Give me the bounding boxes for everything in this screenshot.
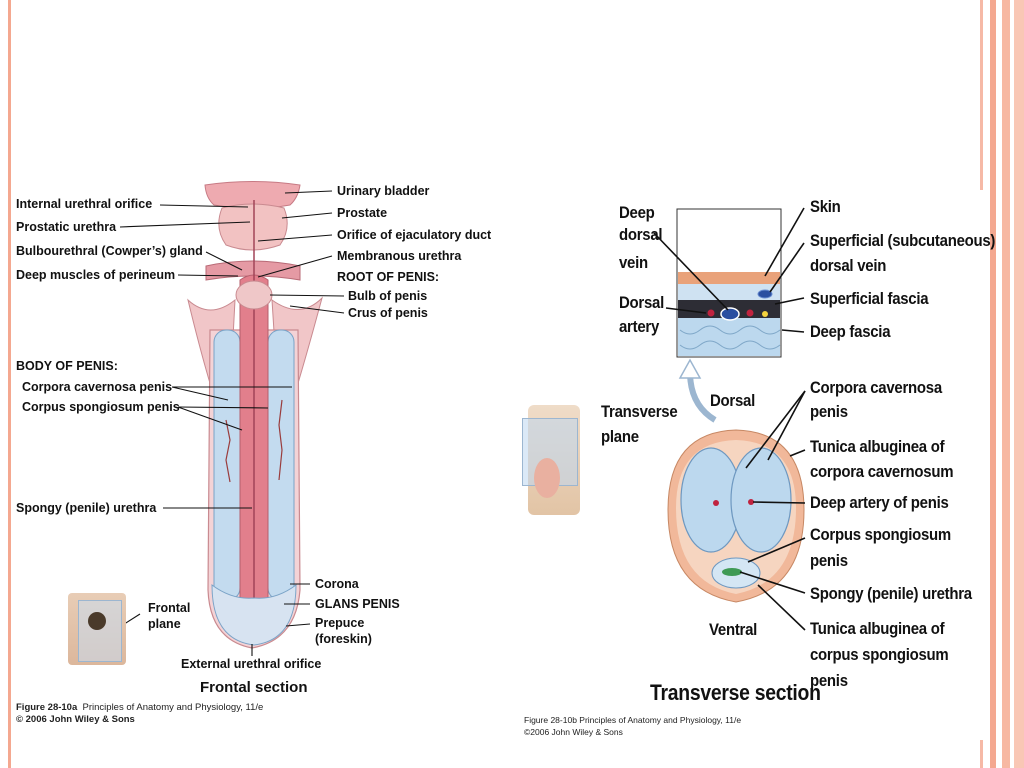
label-frontal: Frontal: [148, 601, 191, 615]
transverse-caption-figure: Figure 28-10b: [524, 715, 577, 725]
label-tunica-cavernosum-2: corpora cavernosum: [810, 462, 954, 481]
label-superficial-vein-1: Superficial (subcutaneous): [810, 231, 996, 250]
label-orifice-ejaculatory-duct: Orifice of ejaculatory duct: [337, 228, 492, 242]
label-bulb-of-penis: Bulb of penis: [348, 289, 428, 303]
label-prostate: Prostate: [337, 206, 388, 220]
border-line-right-2: [990, 0, 996, 768]
label-corpora-cavernosa-2: penis: [810, 402, 848, 421]
deep-layer: [678, 318, 780, 356]
transverse-section-title: Transverse section: [650, 680, 821, 705]
transverse-caption-copyright: ©2006 John Wiley & Sons: [524, 727, 623, 737]
label-tunica-cavernosum-1: Tunica albuginea of: [810, 437, 945, 456]
label-tunica-spongiosum-3: penis: [810, 671, 848, 690]
transverse-caption: Figure 28-10b Principles of Anatomy and …: [524, 714, 741, 726]
label-urinary-bladder: Urinary bladder: [337, 184, 430, 198]
label-corpus-spongiosum-2: penis: [810, 551, 848, 570]
deep-artery-left: [713, 500, 719, 506]
label-corona: Corona: [315, 577, 359, 591]
frontal-caption-copyright: © 2006 John Wiley & Sons: [16, 714, 135, 725]
dorsal-artery-right: [746, 309, 754, 317]
transverse-caption-book: Principles of Anatomy and Physiology, 11…: [579, 715, 742, 725]
vessel-left: [225, 419, 231, 483]
spongy-urethra-cross: [722, 568, 742, 576]
label-membranous-urethra: Membranous urethra: [337, 249, 462, 263]
dorsal-nerve: [762, 311, 768, 317]
label-spongy-urethra: Spongy (penile) urethra: [16, 501, 157, 515]
label-corpora-cavernosa-1: Corpora cavernosa: [810, 378, 942, 397]
perineum-muscle-shape: [205, 260, 301, 281]
label-plane: plane: [148, 617, 181, 631]
vessel-right: [278, 399, 283, 481]
label-deep-fascia: Deep fascia: [810, 322, 891, 341]
label-superficial-fascia: Superficial fascia: [810, 289, 929, 308]
deep-dorsal-vein: [720, 307, 740, 321]
frontal-caption-book: Principles of Anatomy and Physiology, 11…: [82, 702, 264, 713]
dorsal-artery-left: [707, 309, 715, 317]
label-bulbourethral-gland: Bulbourethral (Cowper’s) gland: [16, 244, 203, 258]
skin-layer: [678, 272, 780, 284]
label-prepuce: Prepuce: [315, 616, 365, 630]
deep-artery-right: [748, 499, 754, 505]
label-tunica-spongiosum-2: corpus spongiosum: [810, 645, 949, 664]
label-internal-urethral-orifice: Internal urethral orifice: [16, 197, 153, 211]
label-external-urethral-orifice: External urethral orifice: [181, 657, 322, 671]
label-transverse: Transverse: [601, 402, 678, 421]
bladder-shape: [204, 181, 301, 209]
transverse-thumbnail-glans: [534, 458, 560, 498]
frontal-caption: Figure 28-10a Principles of Anatomy and …: [16, 702, 263, 714]
frontal-caption-figure: Figure 28-10a: [16, 702, 78, 713]
label-dorsal-artery-1: Dorsal: [619, 293, 664, 312]
superficial-dorsal-vein: [757, 289, 773, 299]
label-glans-penis: GLANS PENIS: [315, 597, 400, 611]
label-superficial-vein-2: dorsal vein: [810, 256, 887, 275]
border-line-right-1b: [980, 740, 983, 768]
label-dorsal-artery-2: artery: [619, 317, 660, 336]
label-transverse-plane: plane: [601, 427, 639, 446]
glans-shape: [211, 584, 297, 646]
label-dorsal: dorsal: [619, 225, 663, 244]
label-dorsal-direction: Dorsal: [710, 391, 755, 410]
label-deep-artery: Deep artery of penis: [810, 493, 949, 512]
label-deep-muscles: Deep muscles of perineum: [16, 268, 176, 282]
pubic-hair-shape: [88, 612, 106, 630]
prostate-shape: [218, 203, 288, 251]
label-tunica-spongiosum-1: Tunica albuginea of: [810, 619, 945, 638]
label-prostatic-urethra: Prostatic urethra: [16, 220, 117, 234]
label-vein: vein: [619, 253, 648, 272]
border-line-right-4: [1014, 0, 1024, 768]
border-line-left: [8, 0, 11, 768]
border-line-right-3: [1002, 0, 1010, 768]
label-skin: Skin: [810, 197, 841, 216]
border-line-right-1: [980, 0, 983, 190]
label-crus-of-penis: Crus of penis: [348, 306, 428, 320]
frontal-section-title: Frontal section: [200, 679, 308, 696]
label-foreskin: (foreskin): [315, 632, 372, 646]
label-ventral: Ventral: [709, 620, 758, 639]
label-body-of-penis: BODY OF PENIS:: [16, 359, 118, 373]
right-corpus-cavernosum-cross: [730, 447, 792, 553]
label-root-of-penis: ROOT OF PENIS:: [337, 270, 440, 284]
frontal-plane-overlay: [78, 600, 122, 662]
label-corpora-cavernosa: Corpora cavernosa penis: [22, 380, 173, 394]
dorsal-arrow-head: [678, 358, 702, 379]
label-corpus-spongiosum-1: Corpus spongiosum: [810, 525, 951, 544]
label-corpus-spongiosum: Corpus spongiosum penis: [22, 400, 180, 414]
deep-layer-texture: [679, 325, 781, 350]
label-spongy-urethra-right: Spongy (penile) urethra: [810, 584, 972, 603]
label-deep: Deep: [619, 203, 655, 222]
